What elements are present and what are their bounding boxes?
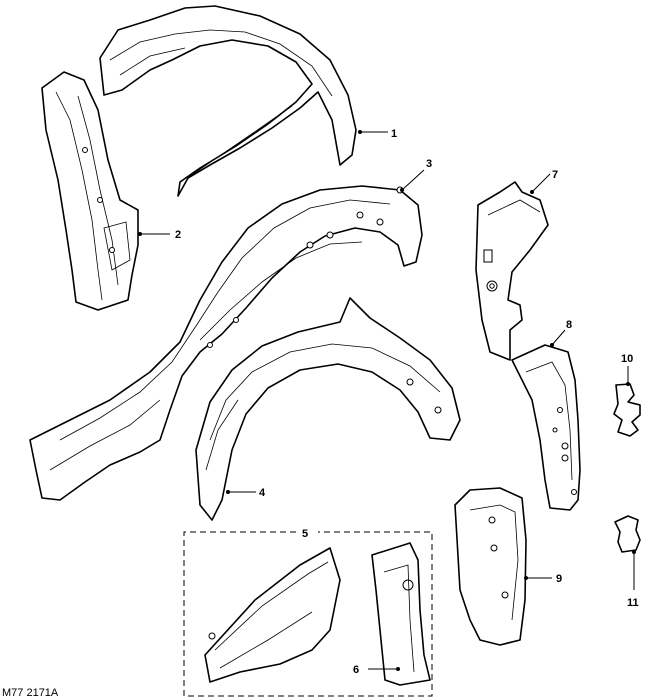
part-8-reinforcement — [511, 344, 581, 511]
callout-7: 7 — [552, 169, 558, 181]
part-5-lower-panel — [204, 547, 341, 683]
part-11-clip — [614, 515, 641, 553]
callout-10: 10 — [621, 353, 633, 365]
part-3-wheelarch-sill-assembly — [29, 185, 423, 501]
callout-3: 3 — [426, 158, 432, 170]
callout-6: 6 — [353, 664, 359, 676]
part-5-group-box — [183, 531, 433, 697]
part-7-pillar-trim — [475, 181, 549, 361]
part-2-pillar-inner — [41, 71, 139, 311]
callout-4: 4 — [259, 487, 266, 499]
callout-9: 9 — [556, 573, 562, 585]
callout-5: 5 — [302, 528, 308, 540]
part-4-inner-wheelarch — [195, 297, 461, 521]
callout-11: 11 — [627, 597, 639, 609]
part-6-bracket — [371, 542, 431, 686]
part-10-clip — [613, 383, 641, 437]
callout-labels: 1 2 3 4 5 6 7 8 9 10 11 — [175, 128, 639, 676]
leader-lines — [138, 130, 636, 671]
callout-8: 8 — [566, 319, 572, 331]
callout-1: 1 — [391, 128, 397, 140]
callout-2: 2 — [175, 229, 181, 241]
part-9-lower-pillar — [454, 487, 527, 646]
figure-reference: M77 2171A — [2, 687, 59, 699]
part-1-upper-arch-panel — [99, 5, 357, 197]
